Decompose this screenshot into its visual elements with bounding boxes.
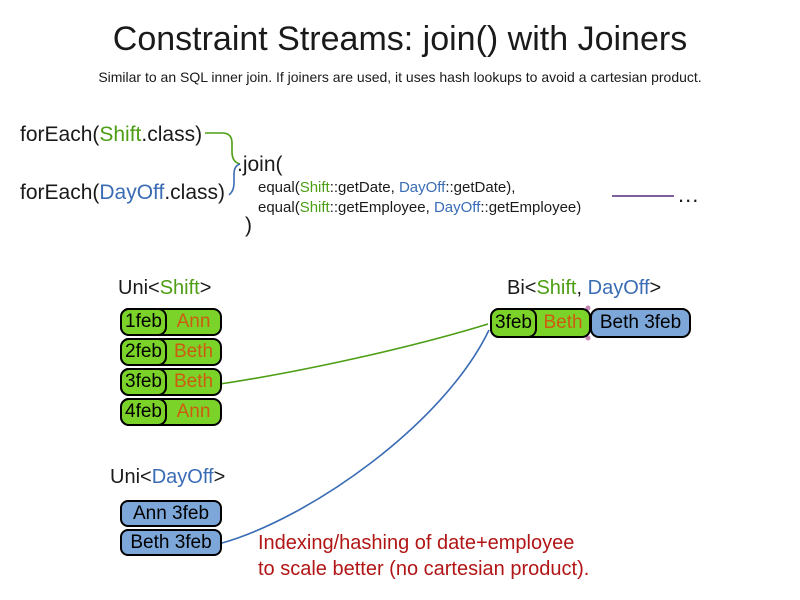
table-row: 1feb Ann — [120, 308, 222, 336]
dayoff-to-bi-curve — [221, 329, 490, 544]
code-text: ::getEmployee) — [480, 199, 582, 216]
bi-shift-part: 3feb Beth — [490, 308, 591, 338]
annotation-line: Indexing/hashing of date+employee — [258, 532, 575, 554]
page-title: Constraint Streams: join() with Joiners — [112, 20, 688, 58]
dayoff-class-token: DayOff — [433, 199, 481, 216]
shift-to-bi-curve — [219, 323, 489, 385]
indexing-annotation: Indexing/hashing of date+employee to sca… — [258, 530, 589, 582]
label-text: Uni< — [110, 466, 152, 488]
ellipsis-text: ... — [678, 182, 700, 207]
uni-shift-label: Uni<Shift> — [118, 277, 211, 299]
employee-cell: Beth — [543, 312, 583, 333]
label-text: > — [199, 277, 212, 299]
code-text: ::getDate), — [445, 179, 516, 196]
code-text: equal( — [258, 179, 300, 196]
employee-cell: Beth — [173, 371, 214, 392]
employee-cell: Beth — [173, 341, 214, 362]
employee-cell: Ann — [176, 311, 211, 332]
shift-class-token: Shift — [99, 123, 142, 146]
abstract-connector-line — [612, 195, 674, 197]
code-join-open: .join( — [237, 153, 283, 176]
code-text: ::getDate, — [329, 179, 399, 196]
bi-tuple-row: 3feb Beth Beth 3feb — [490, 308, 691, 338]
shift-class-token: Shift — [159, 277, 200, 299]
code-joiner-getemployee: equal(Shift::getEmployee, DayOff::getEmp… — [258, 199, 581, 217]
bi-dayoff-part: Beth 3feb — [590, 308, 691, 338]
date-cell: 4feb — [120, 398, 167, 426]
code-text: forEach( — [20, 123, 100, 146]
label-text: , — [576, 277, 588, 299]
code-text: forEach( — [20, 181, 100, 204]
table-row: 4feb Ann — [120, 398, 222, 426]
date-cell: 2feb — [120, 338, 167, 366]
shift-class-token: Shift — [536, 277, 577, 299]
code-foreach-shift: forEach(Shift.class) — [20, 123, 202, 146]
uni-shift-table: 1feb Ann 2feb Beth 3feb Beth 4feb Ann — [120, 308, 222, 428]
table-row: 3feb Beth — [120, 368, 222, 396]
code-text: ::getEmployee, — [329, 199, 434, 216]
code-foreach-dayoff: forEach(DayOff.class) — [20, 181, 225, 204]
date-cell: 3feb — [490, 308, 537, 338]
table-row: Ann 3feb — [120, 500, 222, 527]
bi-label: Bi<Shift, DayOff> — [507, 277, 661, 299]
code-text: equal( — [258, 199, 300, 216]
shift-class-token: Shift — [299, 179, 330, 196]
code-text: .class) — [164, 181, 226, 204]
date-cell: 3feb — [120, 368, 167, 396]
shift-class-token: Shift — [299, 199, 330, 216]
dayoff-class-token: DayOff — [398, 179, 446, 196]
dayoff-class-token: DayOff — [99, 181, 165, 204]
brace-top-green — [205, 132, 241, 165]
code-join-close: ) — [245, 214, 252, 237]
uni-dayoff-label: Uni<DayOff> — [110, 466, 225, 488]
uni-dayoff-table: Ann 3feb Beth 3feb — [120, 500, 222, 558]
table-row: Beth 3feb — [120, 529, 222, 556]
date-cell: 1feb — [120, 308, 167, 336]
page-subtitle: Similar to an SQL inner join. If joiners… — [98, 69, 702, 85]
label-text: > — [649, 277, 662, 299]
table-row: 2feb Beth — [120, 338, 222, 366]
dayoff-class-token: DayOff — [151, 466, 214, 488]
label-text: Bi< — [507, 277, 537, 299]
employee-cell: Ann — [176, 401, 211, 422]
label-text: > — [213, 466, 226, 488]
annotation-line: to scale better (no cartesian product). — [258, 558, 590, 580]
code-text: .class) — [141, 123, 203, 146]
label-text: Uni< — [118, 277, 160, 299]
dayoff-class-token: DayOff — [587, 277, 650, 299]
code-joiner-getdate: equal(Shift::getDate, DayOff::getDate), — [258, 179, 515, 197]
